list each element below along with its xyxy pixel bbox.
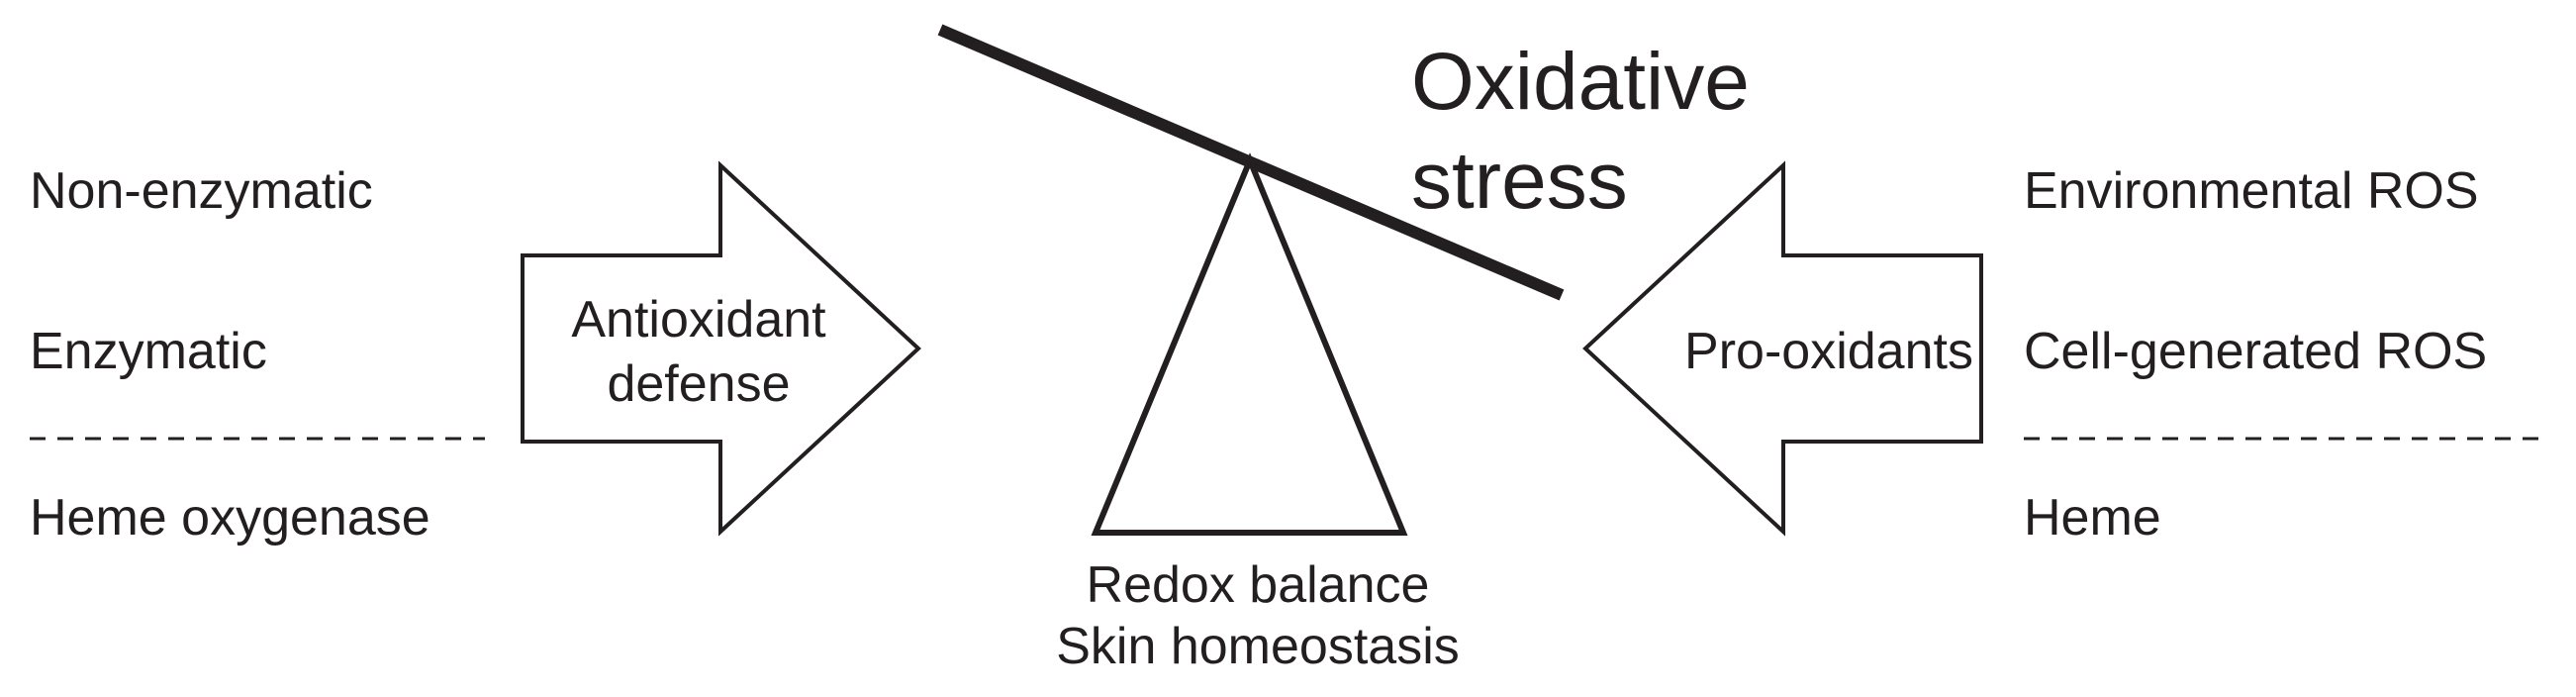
pro-oxidants-label: Pro-oxidants (1684, 323, 1973, 380)
antioxidant-label-line2: defense (607, 355, 790, 413)
left-item-non-enzymatic: Non-enzymatic (30, 162, 373, 220)
oxidative-title-line2: stress (1411, 136, 1628, 226)
antioxidant-arrow (521, 160, 921, 537)
base-label-skin-homeostasis: Skin homeostasis (1056, 618, 1460, 675)
base-label-redox-balance: Redox balance (1087, 556, 1430, 614)
right-item-environmental-ros: Environmental ROS (2024, 162, 2479, 220)
antioxidant-label-line1: Antioxidant (571, 291, 826, 348)
pro-oxidants-arrow (1582, 160, 1983, 537)
left-item-enzymatic: Enzymatic (30, 323, 267, 380)
left-item-heme-oxygenase: Heme oxygenase (30, 489, 430, 547)
right-item-heme: Heme (2024, 489, 2161, 547)
right-item-cell-generated-ros: Cell-generated ROS (2024, 323, 2487, 380)
balance-fulcrum (1091, 152, 1408, 536)
oxidative-title-line1: Oxidative (1411, 37, 1750, 127)
